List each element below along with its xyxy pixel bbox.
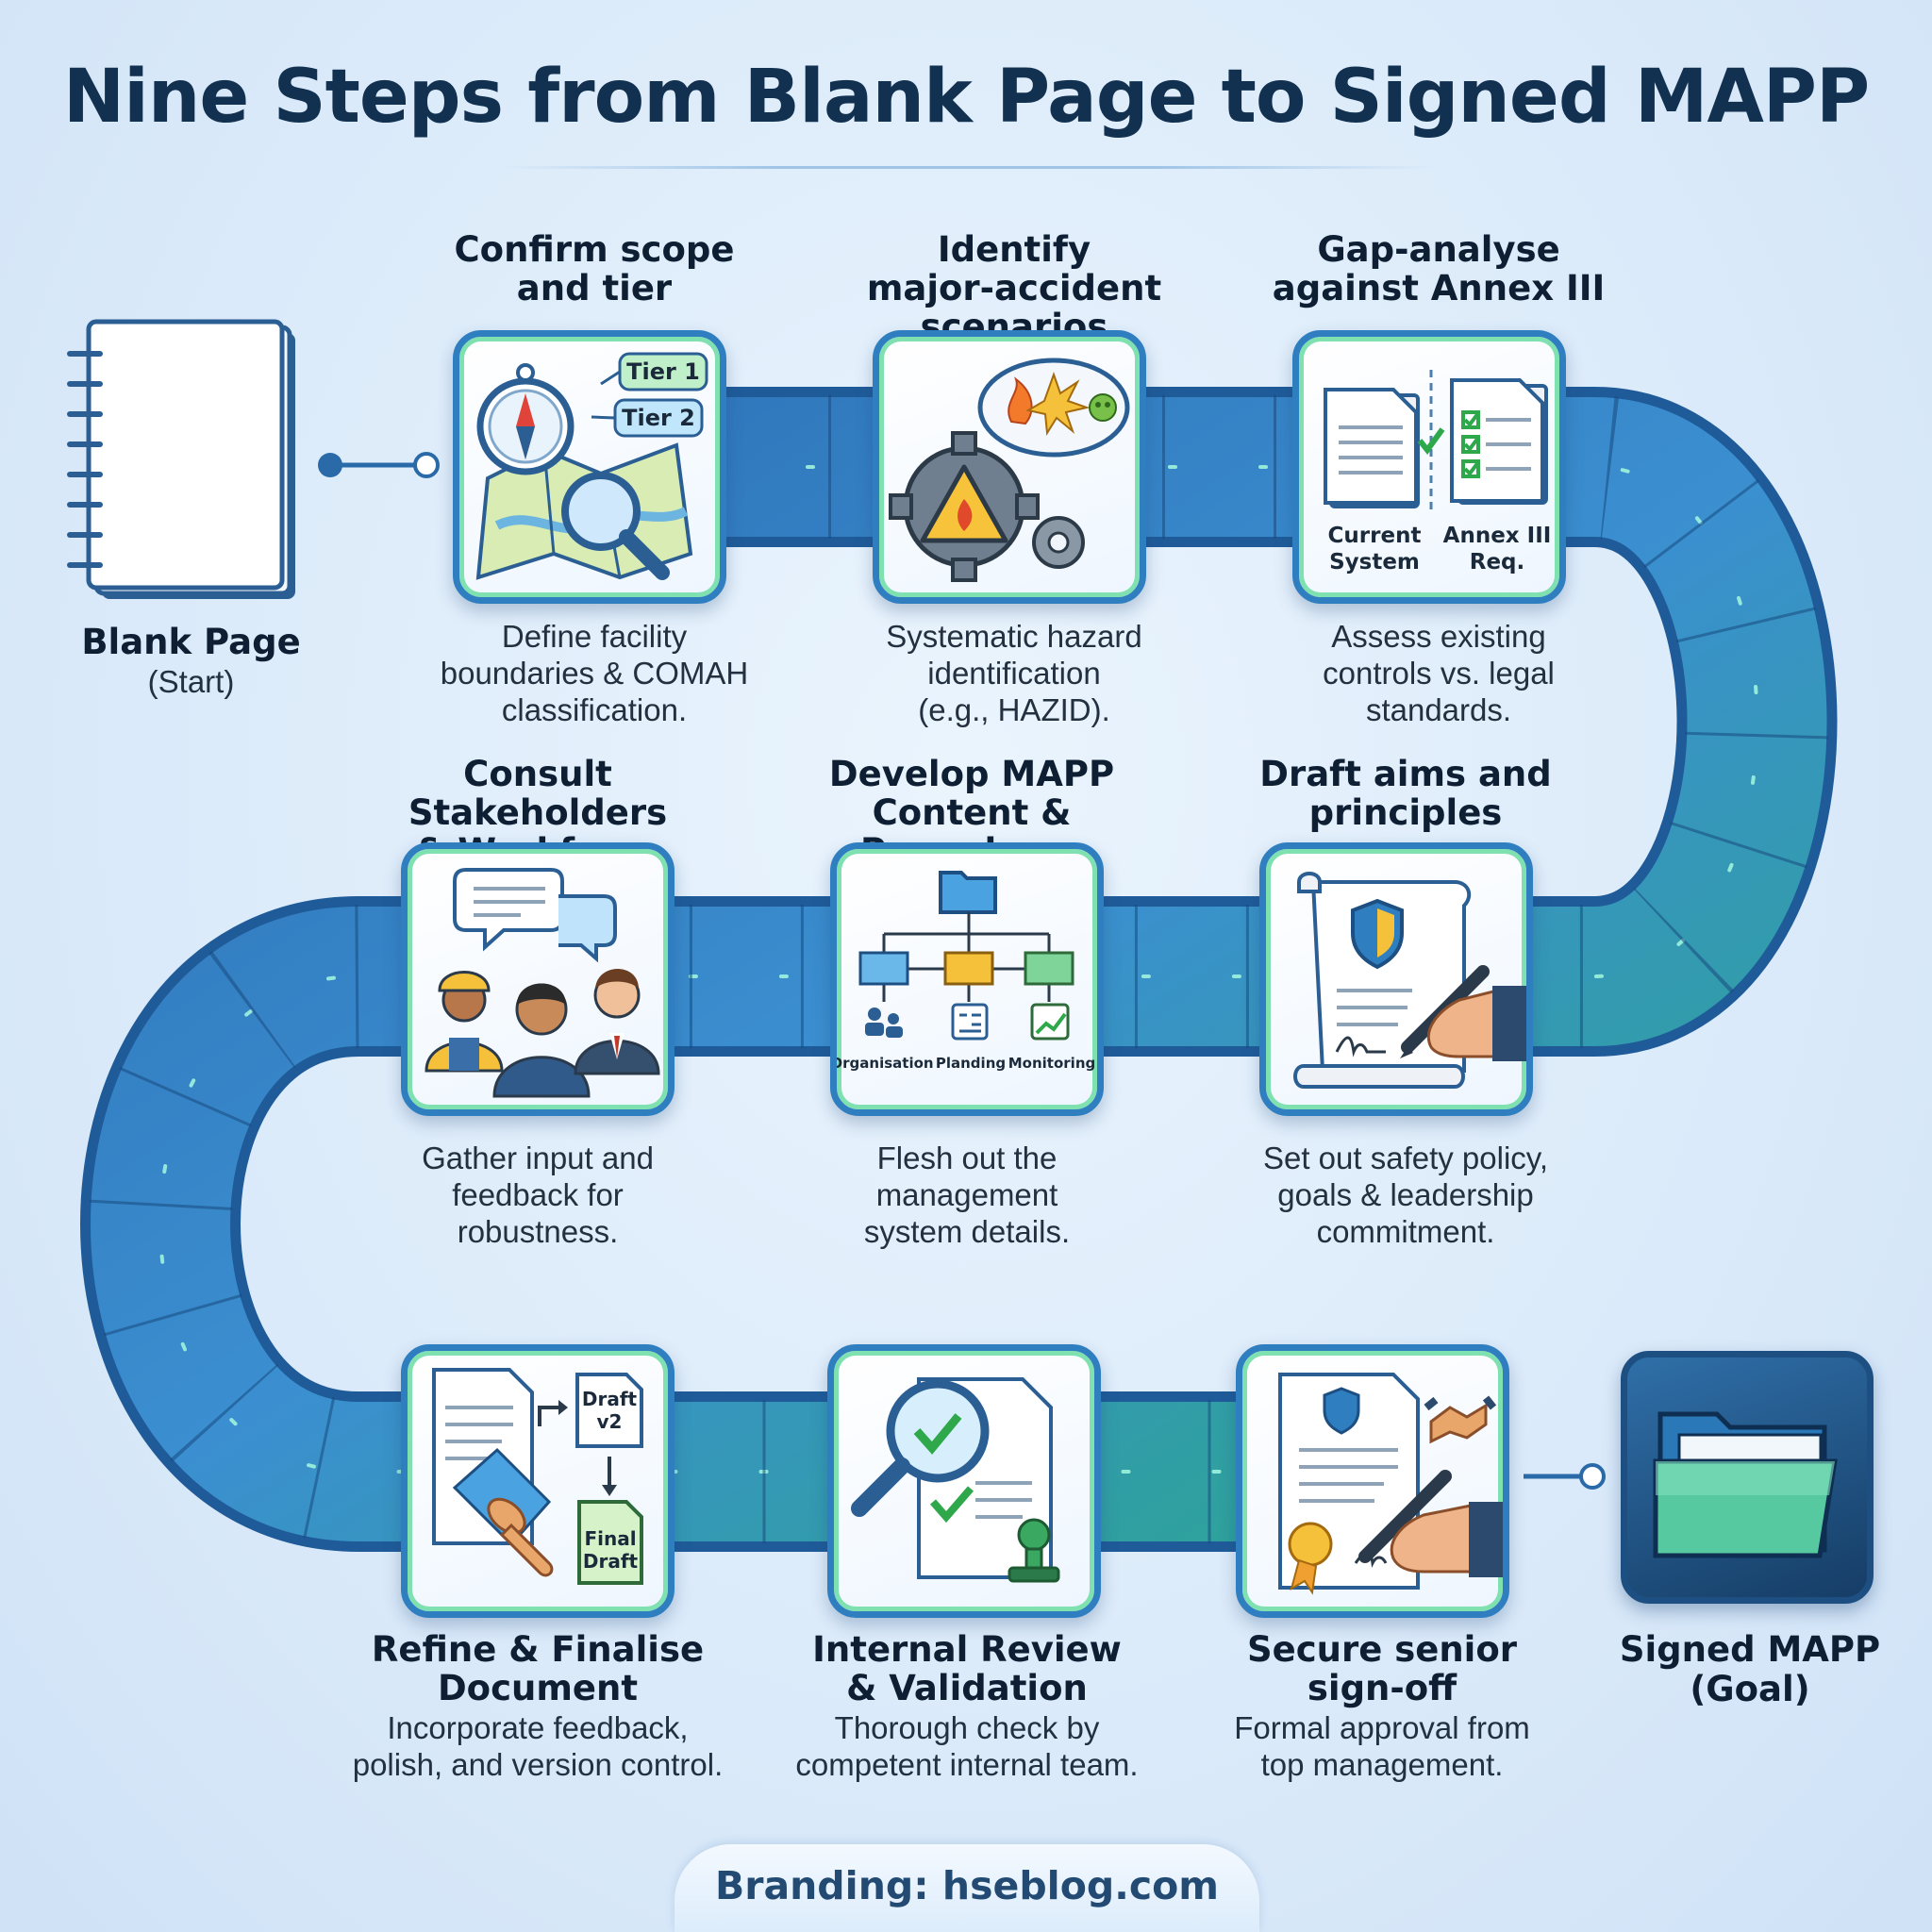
step-2-title: Identify major-accident scenarios <box>866 229 1162 347</box>
blank-page-icon <box>67 319 295 599</box>
draft-v2-label-line1: Draft <box>582 1388 638 1410</box>
goal-subtitle: (Goal) <box>1690 1669 1810 1709</box>
scroll-pen-icon <box>1293 872 1526 1089</box>
step-1-description: Define facility boundaries & COMAH class… <box>440 619 749 727</box>
step-6-description: Gather input and feedback for robustness… <box>422 1141 654 1249</box>
branding-text: Branding: hseblog.com <box>714 1863 1220 1908</box>
step-1-card: Tier 1 Tier 2 <box>453 330 726 604</box>
current-system-label-line1: Current <box>1328 524 1422 548</box>
org-label-planding: Planding <box>936 1055 1006 1072</box>
draft-versions-icon: Draft v2 Final Draft <box>432 1368 643 1585</box>
org-chart-icon: Organisation Planding Monitoring <box>837 871 1095 1072</box>
step-9-card <box>1236 1344 1509 1618</box>
goal-card <box>1621 1351 1874 1604</box>
page-title: Nine Steps from Blank Page to Signed MAP… <box>62 55 1870 140</box>
step-5-card: Organisation Planding Monitoring <box>830 842 1104 1116</box>
document-compare-icon: Current System Annex III Req. <box>1324 370 1552 575</box>
step-9-description: Formal approval from top management. <box>1234 1710 1530 1782</box>
title-divider <box>500 166 1434 169</box>
step-3-description: Assess existing controls vs. legal stand… <box>1323 619 1555 727</box>
step-8-description: Thorough check by competent internal tea… <box>795 1710 1139 1782</box>
hazard-gear-icon <box>889 358 1130 582</box>
step-1-title: Confirm scope and tier <box>454 229 735 308</box>
step-7-card: Draft v2 Final Draft <box>401 1344 675 1618</box>
annex-label-line1: Annex III <box>1443 524 1552 548</box>
compass-map-icon: Tier 1 Tier 2 <box>475 352 708 580</box>
current-system-label-line2: System <box>1329 550 1420 575</box>
start-title: Blank Page <box>81 622 301 662</box>
folder-icon <box>1653 1411 1838 1558</box>
goal-title: Signed MAPP <box>1619 1629 1881 1670</box>
step-3-title: Gap-analyse against Annex III <box>1272 229 1606 308</box>
tier-1-label: Tier 1 <box>626 358 700 385</box>
org-label-organisation: Organisation <box>837 1055 934 1072</box>
start-subtitle: (Start) <box>147 664 235 699</box>
step-7-title: Refine & Finalise Document <box>371 1629 705 1708</box>
step-4-card <box>1259 842 1533 1116</box>
final-draft-label-line1: Final <box>584 1527 636 1550</box>
step-7-description: Incorporate feedback, polish, and versio… <box>352 1710 724 1782</box>
step-4-description: Set out safety policy, goals & leadershi… <box>1262 1141 1549 1249</box>
step-4-title: Draft aims and principles <box>1259 754 1552 833</box>
org-label-monitoring: Monitoring <box>1008 1055 1095 1072</box>
draft-v2-label-line2: v2 <box>597 1410 623 1433</box>
tier-2-label: Tier 2 <box>622 405 695 431</box>
step-8-card <box>827 1344 1101 1618</box>
step-2-card <box>873 330 1146 604</box>
step-2-description: Systematic hazard identification (e.g., … <box>886 619 1142 727</box>
signature-seal-icon <box>1278 1373 1503 1595</box>
branding-footer: Branding: hseblog.com <box>675 1844 1259 1932</box>
step-9-title: Secure senior sign-off <box>1246 1629 1518 1708</box>
final-draft-label-line2: Draft <box>583 1550 639 1573</box>
people-chat-icon <box>425 868 660 1098</box>
step-5-description: Flesh out the management system details. <box>863 1141 1071 1249</box>
step-6-card <box>401 842 675 1116</box>
step-8-title: Internal Review & Validation <box>812 1629 1122 1708</box>
magnifier-check-icon <box>851 1377 1060 1583</box>
step-3-card: Current System Annex III Req. <box>1292 330 1566 604</box>
annex-label-line2: Req. <box>1470 550 1525 575</box>
